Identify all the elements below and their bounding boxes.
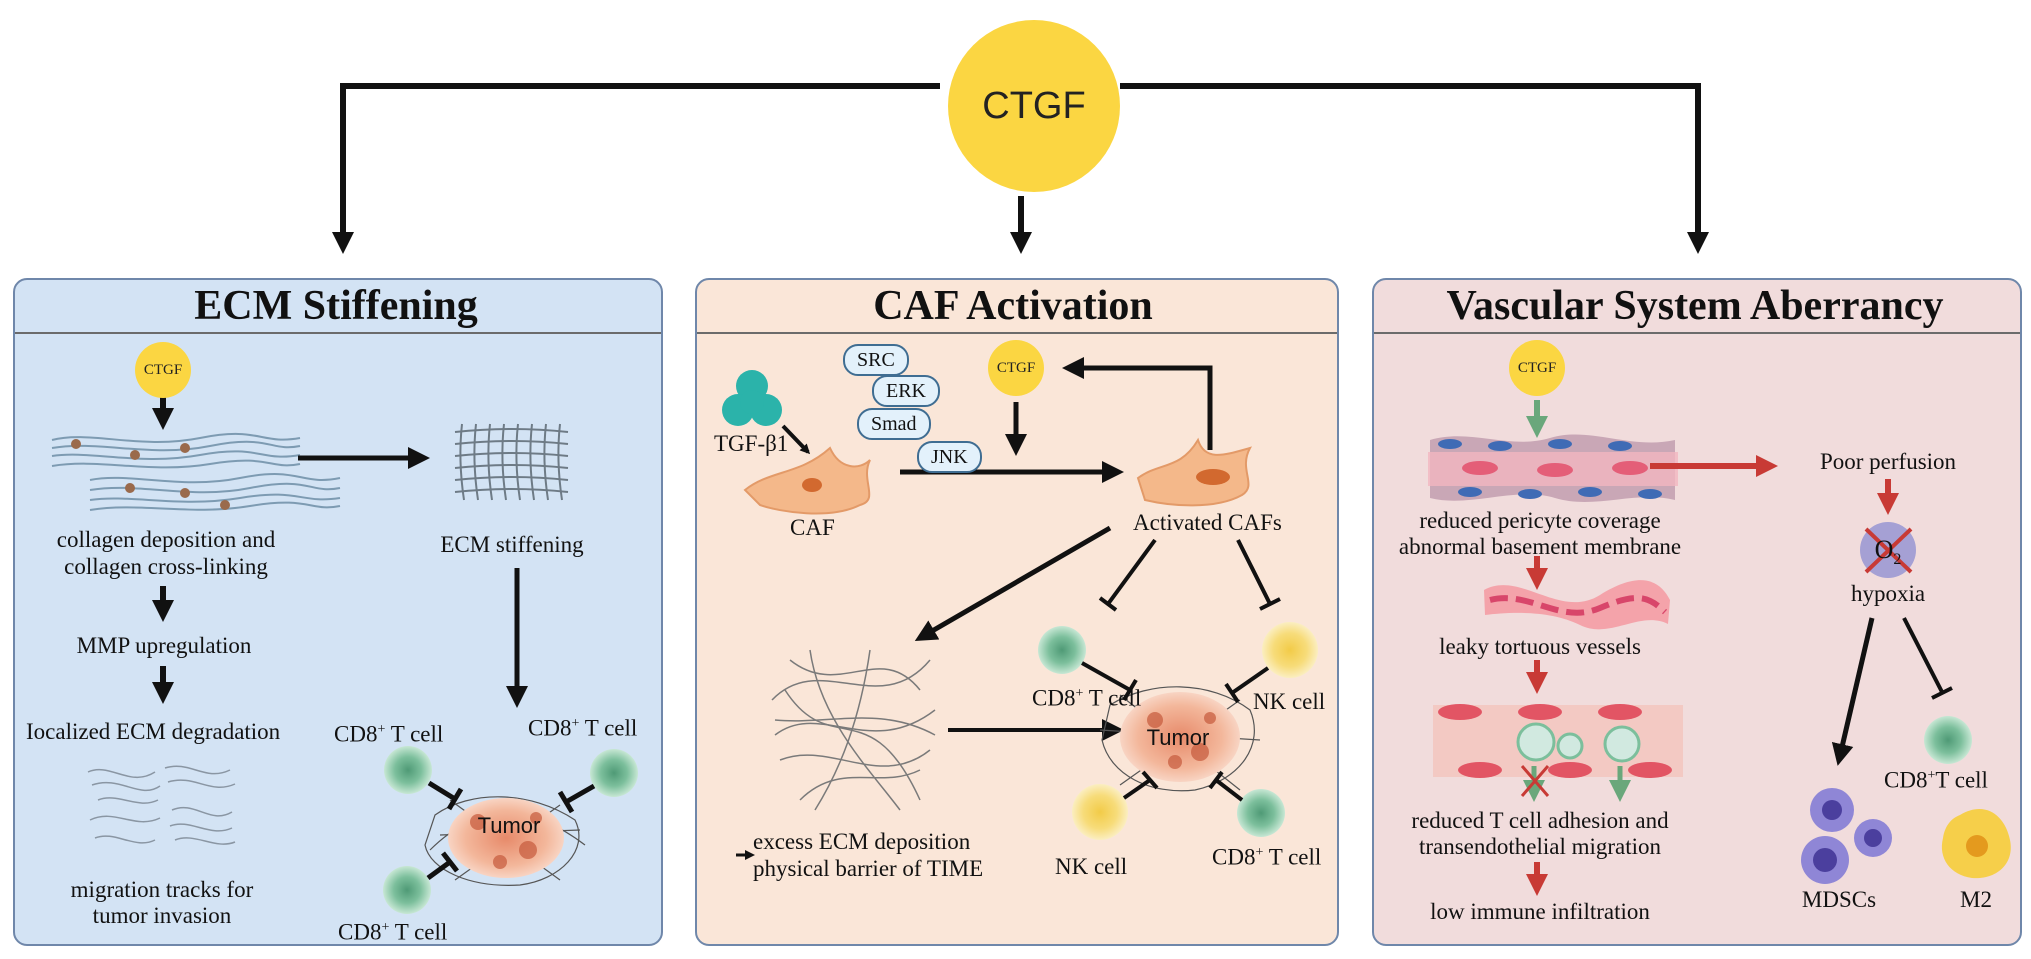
ecm-mmp-label: MMP upregulation xyxy=(76,633,252,658)
low-infiltration-label: low immune infiltration xyxy=(1430,899,1650,924)
caf-nk-label-bottom: NK cell xyxy=(1055,854,1128,879)
excess-ecm-label: excess ECM deposition xyxy=(753,829,971,854)
oxygen-label: O2 xyxy=(1874,535,1902,569)
caf-tumor-label: Tumor xyxy=(1146,725,1210,750)
leaky-vessels-label: leaky tortuous vessels xyxy=(1439,634,1641,659)
ctgf-caf-node: CTGF xyxy=(988,340,1044,396)
vascular-title: Vascular System Aberrancy xyxy=(1446,283,1944,329)
physical-barrier-label: physical barrier of TIME xyxy=(753,856,984,881)
transendothelial-label: transendothelial migration xyxy=(1418,834,1662,859)
top-connectors xyxy=(332,83,1709,254)
poor-perfusion-label: Poor perfusion xyxy=(1819,449,1957,474)
ctgf-vasc-node: CTGF xyxy=(1509,340,1565,396)
pathway-smad: Smad xyxy=(857,408,931,440)
ctgf-ecm-node: CTGF xyxy=(135,342,191,398)
vasc-cd8-label: CD8+T cell xyxy=(1884,767,1988,793)
ecm-migration-label: migration tracks for xyxy=(70,877,254,902)
ecm-degradation-label: Iocalized ECM degradation xyxy=(26,719,281,744)
vascular-graphics xyxy=(1428,400,2011,896)
caf-cd8-label-top: CD8+ T cell xyxy=(1032,685,1142,711)
pathway-jnk: JNK xyxy=(917,441,982,473)
caf-label: CAF xyxy=(790,515,835,540)
caf-nk-label-top: NK cell xyxy=(1253,689,1326,714)
ecm-collagen-label-2: collagen cross-linking xyxy=(64,554,268,579)
ctgf-main-node: CTGF xyxy=(948,20,1120,192)
m2-label: M2 xyxy=(1960,887,1992,912)
pathway-src: SRC xyxy=(843,344,909,376)
ctgf-vasc-label: CTGF xyxy=(1517,359,1557,376)
ecm-migration-label-2: tumor invasion xyxy=(92,903,232,928)
ecm-stiffening-label: ECM stiffening xyxy=(440,532,584,557)
ecm-cd8-label-bottom: CD8+ T cell xyxy=(338,919,448,945)
ecm-cd8-label-left: CD8+ T cell xyxy=(334,721,444,747)
caf-graphics xyxy=(722,357,1318,860)
ctgf-main-label: CTGF xyxy=(982,84,1086,127)
t-cell-adhesion-label: reduced T cell adhesion and xyxy=(1411,808,1669,833)
caf-title: CAF Activation xyxy=(873,283,1153,329)
ecm-cd8-label-right: CD8+ T cell xyxy=(528,715,638,741)
vascular-panel xyxy=(1372,278,2022,946)
pathway-erk: ERK xyxy=(872,375,940,407)
ctgf-ecm-label: CTGF xyxy=(143,361,183,378)
ecm-title: ECM Stiffening xyxy=(194,283,478,329)
hypoxia-label: hypoxia xyxy=(1850,581,1926,606)
ecm-collagen-label: collagen deposition and xyxy=(56,527,276,552)
pericyte-label: reduced pericyte coverage xyxy=(1419,508,1661,533)
mdscs-label: MDSCs xyxy=(1801,887,1877,912)
ecm-tumor-label: Tumor xyxy=(477,813,541,838)
ctgf-caf-label: CTGF xyxy=(996,359,1036,376)
tgf-beta1-label: TGF-β1 xyxy=(714,431,789,456)
basement-membrane-label: abnormal basement membrane xyxy=(1398,534,1682,559)
activated-cafs-label: Activated CAFs xyxy=(1133,510,1282,535)
ecm-graphics xyxy=(51,396,638,914)
caf-cd8-label-bottom: CD8+ T cell xyxy=(1212,844,1322,870)
